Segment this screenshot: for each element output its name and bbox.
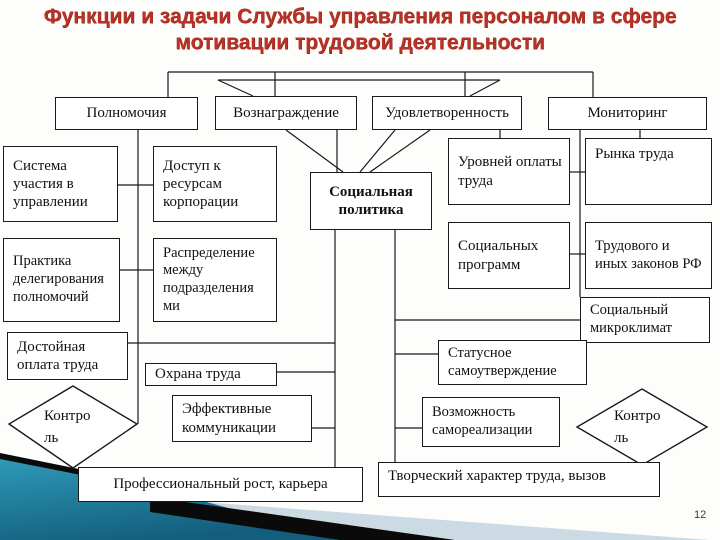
box-okhrana-truda: Охрана труда [145,363,277,386]
box-dostup-resursam: Доступ к ресурсам корпорации [153,146,277,222]
box-voznagrazhdenie: Вознаграждение [215,96,357,130]
box-vozmozhnost: Возможность самореализации [422,397,560,447]
box-statusnoe: Статусное самоутверждение [438,340,587,385]
box-rynka-truda: Рынка труда [585,138,712,205]
box-sistema-uchastiya: Система участия в управлении [3,146,118,222]
box-sotsialnykh-programm: Социальных программ [448,222,570,289]
box-raspredelenie: Распределение между подразделения ми [153,238,277,322]
box-tvorcheskiy: Творческий характер труда, вызов [378,462,660,497]
box-prof-rost: Профессиональный рост, карьера [78,467,363,502]
box-udovletvorennost: Удовлетворенность [372,96,522,130]
box-monitoring: Мониторинг [548,97,707,130]
box-polnomochiya: Полномочия [55,97,198,130]
page-number: 12 [694,509,707,521]
box-sotsialnaya-politika: Социальная политика [310,172,432,230]
box-urovney-oplaty: Уровней оплаты труда [448,138,570,205]
box-sotsialnyy-mikroklimat: Социальный микроклимат [580,297,710,343]
control-diamond-right-label: Контро ль [614,408,661,446]
slide-title-line2: мотивации трудовой деятельности [175,31,545,55]
box-dostoynaya-oplata: Достойная оплата труда [7,332,128,380]
control-diamond-left [7,385,139,469]
box-trudovogo-zakonov: Трудового и иных законов РФ [585,222,712,289]
control-diamond-left-label: Контро ль [44,408,91,446]
connector-lines [118,71,641,467]
slide-title: Функции и задачи Службы управления персо… [0,4,720,57]
slide-title-line1: Функции и задачи Службы управления персо… [43,5,677,28]
box-effektivnye-kommunikatsii: Эффективные коммуникации [172,395,312,442]
box-praktika-delegirovaniya: Практика делегирования полномочий [3,238,120,322]
